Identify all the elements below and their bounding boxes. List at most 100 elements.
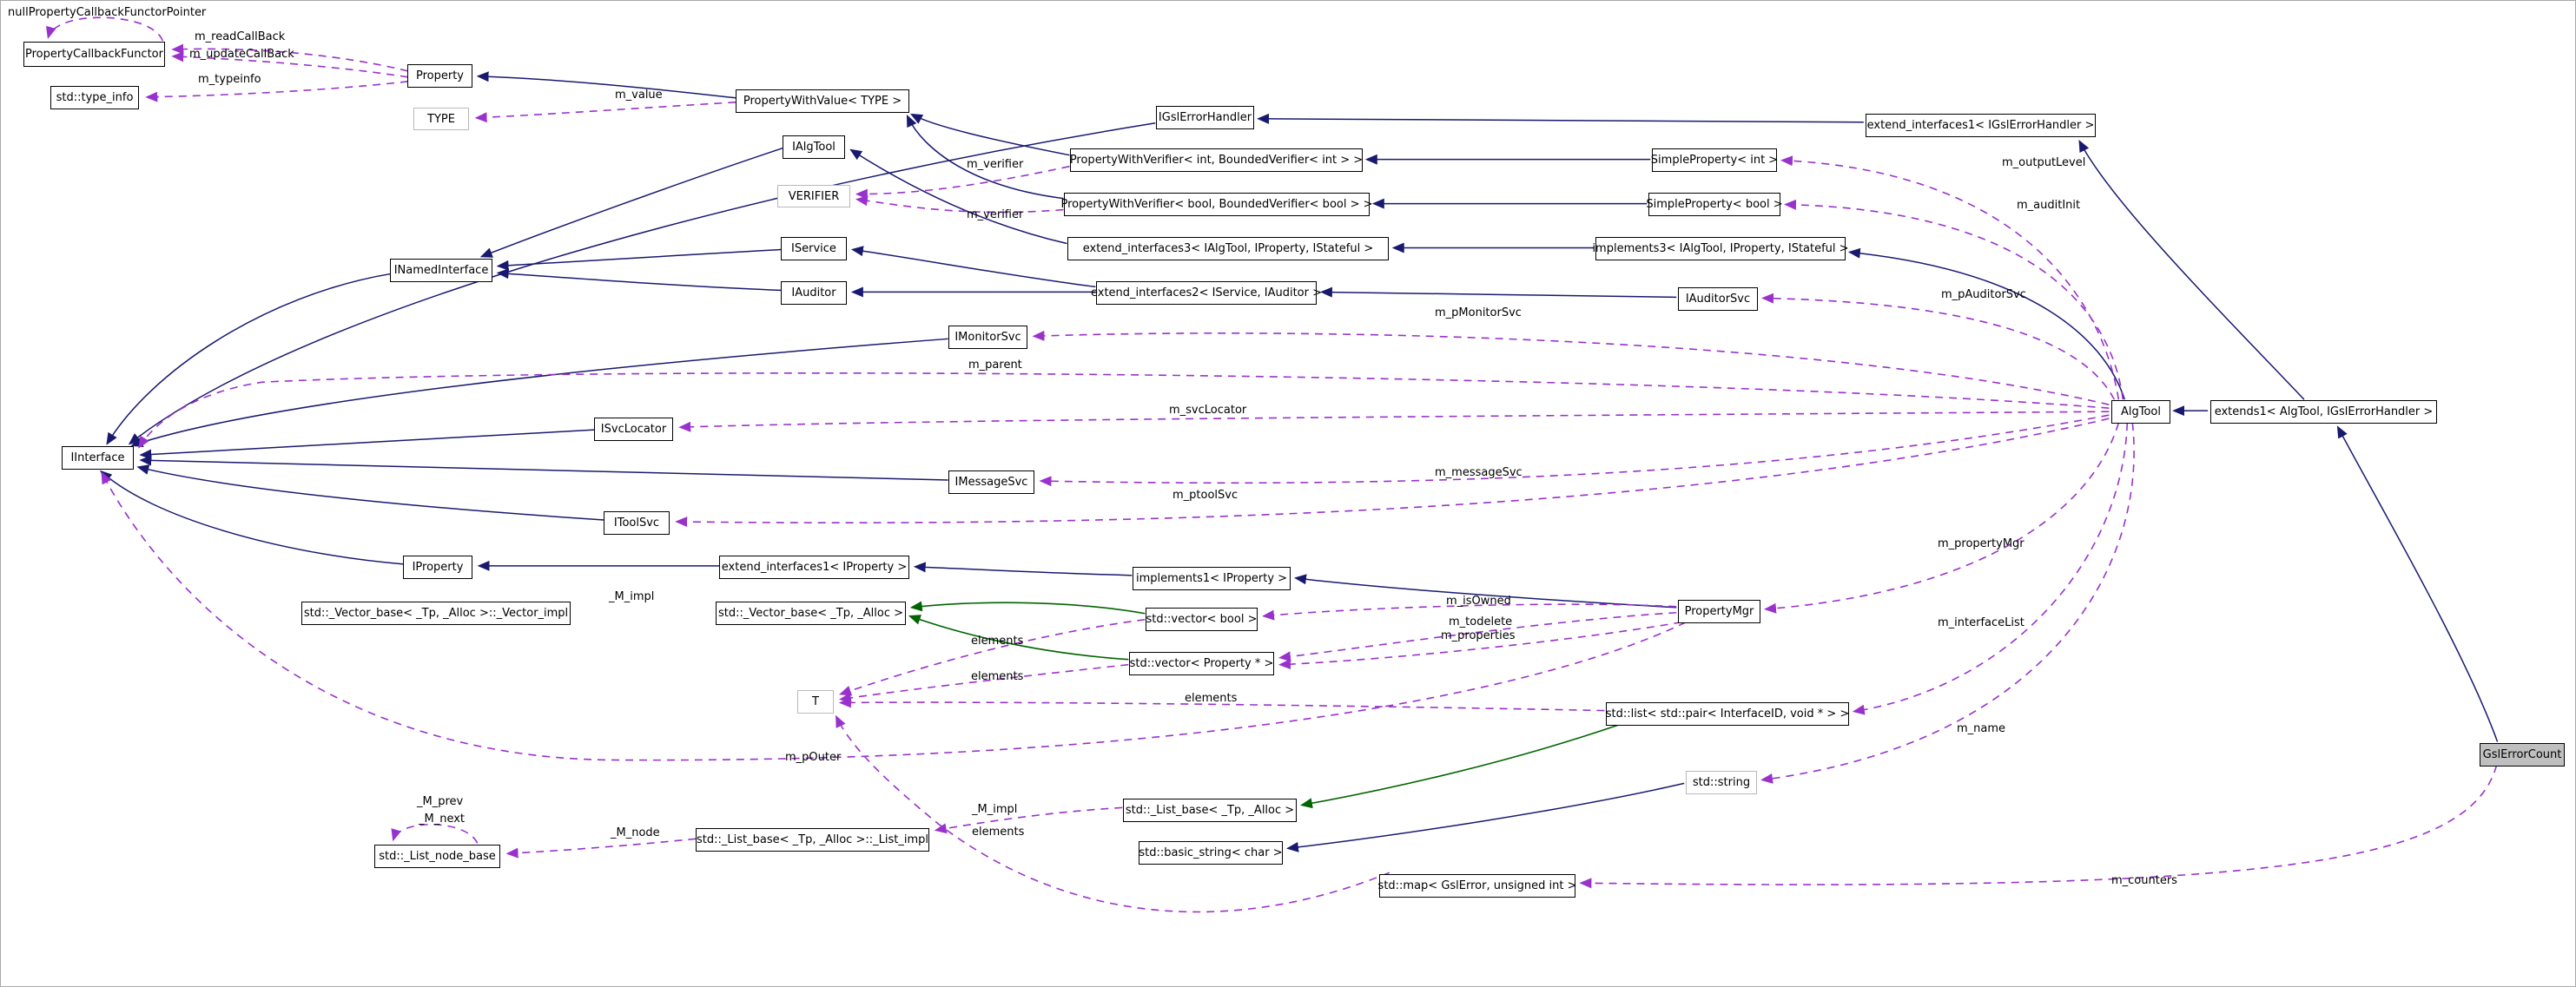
class-node-iauditor[interactable]: IAuditor — [781, 281, 847, 305]
class-node-iservice[interactable]: IService — [781, 237, 847, 260]
usage-edge — [1780, 155, 2120, 400]
inheritance-edge — [906, 114, 1064, 200]
inheritance-edge — [1847, 247, 2126, 400]
usage-edge — [101, 471, 1687, 761]
inheritance-edge — [128, 122, 1156, 445]
usage-edge — [171, 43, 408, 72]
usage-edge — [1262, 603, 1677, 621]
inheritance-edge — [913, 562, 1133, 576]
usage-edge — [46, 16, 164, 42]
usage-edge — [1579, 765, 2498, 889]
usage-edge — [474, 101, 736, 123]
inheritance-edge — [496, 248, 782, 271]
class-node-std-type-info[interactable]: std::type_info — [50, 86, 139, 109]
usage-edge — [1760, 423, 2135, 784]
class-node-implements3[interactable]: implements3< IAlgTool, IProperty, IState… — [1592, 237, 1849, 260]
class-node-property[interactable]: Property — [407, 64, 472, 88]
usage-edge — [145, 81, 408, 102]
usage-edge — [138, 372, 2110, 449]
inheritance-edge — [496, 268, 782, 292]
class-node-std-string: std::string — [1686, 771, 1757, 794]
inheritance-edge — [139, 455, 948, 481]
class-node-std-vector-base[interactable]: std::_Vector_base< _Tp, _Alloc > — [716, 602, 906, 625]
inheritance-edge — [1257, 113, 1864, 124]
class-node-ialgtool[interactable]: IAlgTool — [783, 135, 845, 159]
class-node-extend-interfaces1-iproperty[interactable]: extend_interfaces1< IProperty > — [719, 556, 909, 579]
class-node-extend-interfaces2[interactable]: extend_interfaces2< IService, IAuditor > — [1091, 281, 1322, 305]
class-node-igsl-error-handler[interactable]: IGslErrorHandler — [1156, 106, 1254, 129]
usage-edges — [46, 16, 2498, 913]
class-node-simple-property-bool[interactable]: SimpleProperty< bool > — [1646, 193, 1783, 216]
usage-edge — [839, 618, 1146, 696]
class-node-t-param: T — [797, 690, 834, 714]
usage-edge — [838, 697, 1605, 712]
usage-edge — [1764, 422, 2120, 614]
usage-edge — [836, 714, 1390, 913]
class-node-property-with-value[interactable]: PropertyWithValue< TYPE > — [736, 89, 909, 113]
usage-edge — [1852, 423, 2129, 715]
class-node-std-vector-base-vector-impl[interactable]: std::_Vector_base< _Tp, _Alloc >::_Vecto… — [301, 602, 571, 625]
class-node-itool-svc[interactable]: IToolSvc — [604, 511, 670, 535]
usage-edge — [505, 838, 697, 859]
class-node-property-with-verifier-bool[interactable]: PropertyWithVerifier< bool, BoundedVerif… — [1060, 193, 1373, 216]
inheritance-edge — [106, 273, 391, 445]
inheritance-edge — [1294, 574, 1677, 609]
class-node-std-list-base[interactable]: std::_List_base< _Tp, _Alloc > — [1123, 799, 1297, 822]
inheritance-edge — [476, 71, 736, 99]
class-node-imonitor-svc[interactable]: IMonitorSvc — [948, 326, 1027, 349]
class-node-property-mgr[interactable]: PropertyMgr — [1678, 600, 1760, 623]
usage-edge — [855, 195, 1064, 214]
usage-edge — [838, 663, 1129, 703]
template-edge — [909, 601, 1146, 615]
inheritance-edge — [479, 147, 783, 258]
class-node-imessage-svc[interactable]: IMessageSvc — [948, 470, 1034, 494]
class-node-isvc-locator[interactable]: ISvcLocator — [594, 418, 673, 441]
inheritance-edges — [99, 71, 2499, 852]
class-node-std-list-pair[interactable]: std::list< std::pair< InterfaceID, void … — [1606, 702, 1849, 726]
class-node-extends1[interactable]: extends1< AlgTool, IGslErrorHandler > — [2210, 400, 2437, 424]
usage-edge — [1278, 611, 1677, 662]
class-node-inamed-interface[interactable]: INamedInterface — [390, 259, 492, 282]
class-node-extend-interfaces1-igsl[interactable]: extend_interfaces1< IGslErrorHandler > — [1866, 114, 2096, 137]
class-node-std-map-gslerror[interactable]: std::map< GslError, unsigned int > — [1378, 874, 1576, 898]
usage-edge — [855, 165, 1070, 200]
class-node-extend-interfaces3[interactable]: extend_interfaces3< IAlgTool, IProperty,… — [1067, 237, 1389, 260]
class-node-gsl-error-count: GslErrorCount — [2480, 743, 2565, 767]
class-node-algtool[interactable]: AlgTool — [2111, 400, 2170, 424]
usage-edge — [934, 806, 1123, 834]
usage-edge — [675, 418, 2110, 528]
inheritance-edge — [850, 246, 1096, 288]
usage-edge — [678, 411, 2110, 432]
class-node-std-list-base-list-impl[interactable]: std::_List_base< _Tp, _Alloc >::_List_im… — [696, 828, 929, 852]
inheritance-edge — [849, 148, 1067, 245]
inheritance-edge — [1286, 782, 1685, 852]
class-node-iinterface[interactable]: IInterface — [62, 446, 134, 470]
inheritance-edge — [139, 429, 595, 460]
inheritance-edge — [910, 113, 1070, 156]
class-node-simple-property-int[interactable]: SimpleProperty< int > — [1651, 148, 1778, 172]
class-node-verifier-param: VERIFIER — [777, 185, 850, 207]
class-node-property-with-verifier-int[interactable]: PropertyWithVerifier< int, BoundedVerifi… — [1070, 148, 1363, 172]
usage-edge — [1783, 199, 2124, 400]
usage-edge — [1032, 330, 2110, 405]
class-node-std-list-node-base[interactable]: std::_List_node_base — [374, 845, 500, 868]
inheritance-edge — [130, 338, 948, 447]
class-node-property-callback-functor[interactable]: PropertyCallbackFunctor — [23, 42, 165, 67]
template-edges — [908, 601, 1621, 809]
inheritance-edge — [136, 464, 604, 521]
usage-edge — [171, 51, 408, 78]
inheritance-edge — [99, 470, 404, 565]
class-node-std-basic-string-char[interactable]: std::basic_string< char > — [1139, 841, 1283, 865]
usage-edge — [1278, 621, 1682, 670]
class-node-iproperty[interactable]: IProperty — [403, 556, 472, 579]
class-node-std-vector-property[interactable]: std::vector< Property * > — [1129, 652, 1274, 675]
template-edge — [1300, 723, 1621, 809]
usage-edge — [1039, 414, 2110, 487]
class-node-iauditor-svc[interactable]: IAuditorSvc — [1678, 287, 1758, 311]
class-node-type-param: TYPE — [413, 108, 469, 130]
class-node-implements1-iproperty[interactable]: implements1< IProperty > — [1133, 567, 1291, 590]
class-node-std-vector-bool[interactable]: std::vector< bool > — [1146, 608, 1258, 631]
usage-edge — [391, 824, 479, 844]
